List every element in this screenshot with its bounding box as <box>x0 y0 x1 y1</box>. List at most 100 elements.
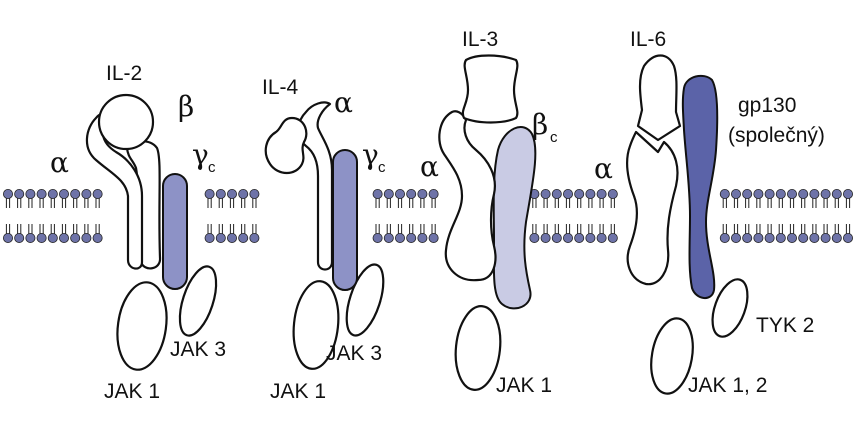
il6-alpha-chain <box>625 130 679 286</box>
lipid-head <box>59 188 70 199</box>
il2-gamma-label: γ <box>192 138 209 171</box>
il3-jak1-kinase <box>454 305 502 391</box>
il2-alpha-label: α <box>50 146 69 179</box>
lipid-head <box>809 232 820 243</box>
il2-ligand <box>97 93 155 151</box>
lipid-head <box>417 232 428 243</box>
lipid-head <box>843 188 854 199</box>
lipid-head <box>226 232 237 243</box>
lipid-head <box>249 188 260 199</box>
lipid-head <box>742 232 753 243</box>
gp130-shared-label: (společný) <box>728 124 825 147</box>
il3-beta-c-chain <box>492 126 537 310</box>
lipid-head <box>428 232 439 243</box>
lipid-head <box>238 188 249 199</box>
lipid-head <box>563 188 574 199</box>
il6-ligand <box>636 54 682 142</box>
il4-receptor <box>264 101 385 370</box>
lipid-head <box>574 232 585 243</box>
lipid-head <box>215 232 226 243</box>
lipid-head <box>764 188 775 199</box>
il2-gamma-c-chain <box>162 173 188 290</box>
lipid-head <box>719 232 730 243</box>
il4-alpha-label: α <box>334 86 353 119</box>
il2-beta-label: β <box>178 90 194 123</box>
il4-ligand-label: IL-4 <box>262 76 299 99</box>
il3-alpha-chain <box>438 110 497 282</box>
lipid-head <box>47 188 58 199</box>
il2-jak3-kinase <box>178 265 218 337</box>
lipid-head <box>731 188 742 199</box>
lipid-head <box>215 188 226 199</box>
lipid-head <box>563 232 574 243</box>
lipid-head <box>809 188 820 199</box>
lipid-head <box>820 232 831 243</box>
lipid-head <box>574 188 585 199</box>
il2-jak1-kinase <box>116 281 168 371</box>
il6-jak-label: JAK 1, 2 <box>688 374 767 397</box>
lipid-head <box>753 188 764 199</box>
il6-tyk2-kinase <box>711 278 749 338</box>
lipid-head <box>529 232 540 243</box>
lipid-head <box>238 232 249 243</box>
lipid-head <box>607 232 618 243</box>
lipid-head <box>25 188 36 199</box>
lipid-head <box>25 232 36 243</box>
lipid-head <box>226 188 237 199</box>
lipid-head <box>551 188 562 199</box>
il6-receptor <box>625 54 749 395</box>
lipid-head <box>14 232 25 243</box>
lipid-head <box>596 188 607 199</box>
lipid-head <box>92 232 103 243</box>
il4-gamma-c-chain <box>332 149 358 291</box>
lipid-head <box>70 232 81 243</box>
lipid-head <box>585 232 596 243</box>
lipid-head <box>753 232 764 243</box>
lipid-head <box>831 232 842 243</box>
lipid-head <box>59 232 70 243</box>
lipid-head <box>787 232 798 243</box>
lipid-head <box>764 232 775 243</box>
il4-gamma-label: γ <box>362 138 379 171</box>
il2-receptor <box>85 93 218 371</box>
il4-gamma-sub-label: c <box>378 159 386 176</box>
il3-ligand <box>461 54 519 124</box>
lipid-head <box>372 188 383 199</box>
lipid-head <box>14 188 25 199</box>
lipid-head <box>428 188 439 199</box>
il4-ligand <box>264 116 308 175</box>
lipid-head <box>775 188 786 199</box>
lipid-head <box>787 188 798 199</box>
cell-membrane <box>3 188 854 243</box>
lipid-head <box>820 188 831 199</box>
il2-jak3-label: JAK 3 <box>170 338 226 361</box>
lipid-head <box>394 188 405 199</box>
lipid-head <box>596 232 607 243</box>
lipid-head <box>394 232 405 243</box>
lipid-head <box>406 232 417 243</box>
il3-beta-sub-label: c <box>550 129 558 146</box>
lipid-head <box>383 232 394 243</box>
il4-jak3-kinase <box>345 263 385 337</box>
il3-alpha-label: α <box>420 150 439 183</box>
lipid-head <box>775 232 786 243</box>
lipid-head <box>81 232 92 243</box>
il3-ligand-label: IL-3 <box>462 28 498 51</box>
lipid-head <box>607 188 618 199</box>
lipid-head <box>843 232 854 243</box>
il3-jak1-label: JAK 1 <box>496 374 552 397</box>
lipid-head <box>742 188 753 199</box>
lipid-head <box>798 188 809 199</box>
lipid-head <box>383 188 394 199</box>
lipid-head <box>36 232 47 243</box>
il4-jak3-label: JAK 3 <box>326 342 382 365</box>
lipid-head <box>204 188 215 199</box>
il4-jak1-label: JAK 1 <box>270 380 326 403</box>
lipid-head <box>540 232 551 243</box>
lipid-head <box>798 232 809 243</box>
lipid-head <box>372 232 383 243</box>
lipid-head <box>70 188 81 199</box>
lipid-head <box>551 232 562 243</box>
